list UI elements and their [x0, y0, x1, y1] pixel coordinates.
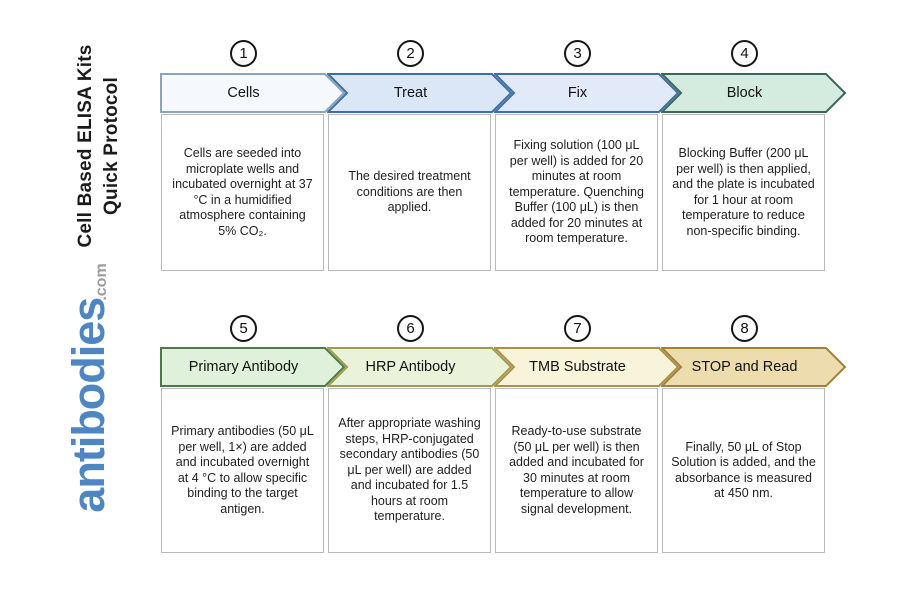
- step-arrow: [327, 73, 513, 113]
- page-title-line1: Cell Based ELISA Kits: [75, 44, 96, 248]
- step-description-text: The desired treatment conditions are the…: [348, 169, 471, 215]
- page-title-line2: Quick Protocol: [101, 77, 122, 215]
- step-arrow: [661, 73, 847, 113]
- step-description-text: Finally, 50 μL of Stop Solution is added…: [671, 439, 816, 501]
- step-description-box: Primary antibodies (50 μL per well, 1×) …: [161, 388, 324, 553]
- step-description-text: Blocking Buffer (200 μL per well) is the…: [672, 146, 815, 238]
- step-description-box: Blocking Buffer (200 μL per well) is the…: [662, 114, 825, 271]
- step-arrow: [661, 347, 847, 387]
- step-number-badge: 5: [230, 314, 257, 342]
- step-number-badge: 6: [397, 314, 424, 342]
- step-description-box: Cells are seeded into microplate wells a…: [161, 114, 324, 271]
- step-description-text: After appropriate washing steps, HRP-con…: [338, 416, 481, 524]
- step-number-badge: 3: [564, 39, 591, 67]
- step-number-badge: 4: [731, 39, 758, 67]
- step-description-box: The desired treatment conditions are the…: [328, 114, 491, 271]
- step-number-badge: 2: [397, 39, 424, 67]
- step-description-box: Ready-to-use substrate (50 μL per well) …: [495, 388, 658, 553]
- brand-logo-suffix: .com: [93, 263, 110, 301]
- step-description-box: After appropriate washing steps, HRP-con…: [328, 388, 491, 553]
- step-description-box: Fixing solution (100 μL per well) is add…: [495, 114, 658, 271]
- page-title: Cell Based ELISA Kits Quick Protocol: [72, 26, 126, 266]
- step-description-text: Cells are seeded into microplate wells a…: [172, 146, 313, 238]
- step-number-badge: 8: [731, 314, 758, 342]
- step-arrow: [160, 347, 346, 387]
- brand-logo-main: antibodies: [63, 297, 114, 513]
- step-description-box: Finally, 50 μL of Stop Solution is added…: [662, 388, 825, 553]
- step-number-badge: 7: [564, 314, 591, 342]
- step-arrow: [160, 73, 346, 113]
- step-number-badge: 1: [230, 39, 257, 67]
- step-description-text: Ready-to-use substrate (50 μL per well) …: [509, 424, 644, 516]
- step-arrow: [494, 73, 680, 113]
- step-arrow: [494, 347, 680, 387]
- brand-logo: antibodies.com: [57, 248, 121, 528]
- step-description-text: Primary antibodies (50 μL per well, 1×) …: [171, 424, 314, 516]
- step-arrow: [327, 347, 513, 387]
- step-description-text: Fixing solution (100 μL per well) is add…: [509, 138, 644, 246]
